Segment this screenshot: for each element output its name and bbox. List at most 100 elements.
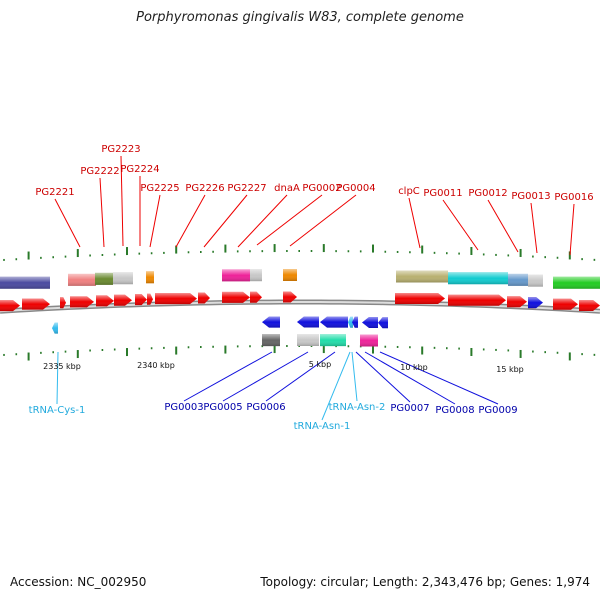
feature-shade [222,291,250,303]
trna-label: tRNA-Cys-1 [29,405,86,416]
forward-gene-label: PG0011 [423,188,462,199]
feature-shade [70,296,94,308]
leader-line [120,155,124,247]
feature-shade [52,322,58,334]
forward-gene-label: PG2227 [227,183,266,194]
scale-label: 15 kbp [496,365,524,374]
feature-shade [352,316,358,328]
leader-line [408,197,421,249]
forward-gene-label: PG2226 [185,183,224,194]
forward-gene-label: PG2225 [140,183,179,194]
feature-shade [0,300,20,312]
feature-blocks [0,269,600,347]
feature-shade [146,271,154,284]
leader-line [237,194,288,248]
leader-line [203,194,248,248]
leader-line [487,199,519,253]
reverse-gene-label: PG0006 [246,402,285,413]
scale-label: 2335 kbp [43,362,81,371]
feature-shade [96,295,114,307]
forward-gene-label: PG0004 [336,183,375,194]
reverse-gene-label: PG0003 [164,402,203,413]
forward-gene-label: dnaA [274,183,300,194]
forward-gene-label: clpC [398,186,420,197]
leader-line [256,194,323,246]
feature-shade [507,296,527,308]
leader-line [222,351,309,402]
feature-shade [553,298,578,310]
forward-gene-label: PG2222 [80,166,119,177]
forward-gene-label: PG2223 [101,144,140,155]
feature-shade [448,272,508,285]
forward-gene-label: PG0013 [511,191,550,202]
feature-shade [135,294,147,306]
leader-line [99,177,105,248]
feature-shade [396,270,448,283]
feature-shade [262,316,280,328]
feature-shade [22,298,50,310]
feature-shade [362,317,378,329]
trna-label: tRNA-Asn-2 [329,402,386,413]
feature-shade [297,316,319,328]
feature-shade [262,334,280,347]
feature-shade [113,272,133,285]
leader-line [289,194,357,247]
feature-shade [250,269,262,282]
feature-shade [198,292,210,304]
forward-gene-label: PG0016 [554,192,593,203]
leader-line [54,198,81,248]
topology-label: Topology: circular; Length: 2,343,476 bp… [260,575,590,589]
leader-line [56,351,59,405]
feature-shade [320,334,346,347]
feature-shade [528,297,543,309]
feature-shade [147,293,153,305]
leader-line [379,351,499,405]
feature-shade [283,269,297,282]
leader-line [321,351,351,421]
leader-line [569,203,575,256]
feature-shade [579,300,600,312]
feature-shade [348,316,353,328]
feature-shade [250,291,262,303]
leader-line [355,351,411,403]
map-title: Porphyromonas gingivalis W83, complete g… [136,10,464,25]
feature-shade [378,317,388,329]
feature-shade [297,334,319,347]
reverse-gene-label: PG0005 [203,402,242,413]
leader-line [265,351,336,402]
feature-shade [553,276,600,289]
feature-shade [360,334,378,347]
scale-label: 5 kbp [309,360,331,369]
tick-marks-bottom [3,345,596,361]
reverse-gene-label: PG0009 [478,405,517,416]
feature-shade [114,294,132,306]
scale-label: 10 kbp [400,363,428,372]
forward-gene-label: PG2221 [35,187,74,198]
feature-shade [448,294,506,306]
feature-shade [283,291,297,303]
feature-shade [95,272,113,285]
leader-line [442,199,479,251]
feature-shade [528,274,543,287]
tick-marks-top [3,244,596,261]
feature-shade [68,273,96,286]
leader-line [149,194,161,248]
leader-line [530,202,538,254]
feature-shade [395,292,445,304]
feature-shade [320,316,348,328]
leader-line [175,194,206,248]
scale-label: 2340 kbp [137,361,175,370]
label-leader-lines [54,155,575,421]
feature-shade [0,276,50,289]
feature-shade [222,269,250,282]
accession-label: Accession: NC_002950 [10,575,147,589]
feature-shade [60,297,66,309]
feature-shade [508,273,528,286]
reverse-gene-label: PG0007 [390,403,429,414]
forward-gene-label: PG2224 [120,164,159,175]
forward-gene-label: PG0012 [468,188,507,199]
feature-shade [155,293,197,305]
leader-line [364,351,456,405]
